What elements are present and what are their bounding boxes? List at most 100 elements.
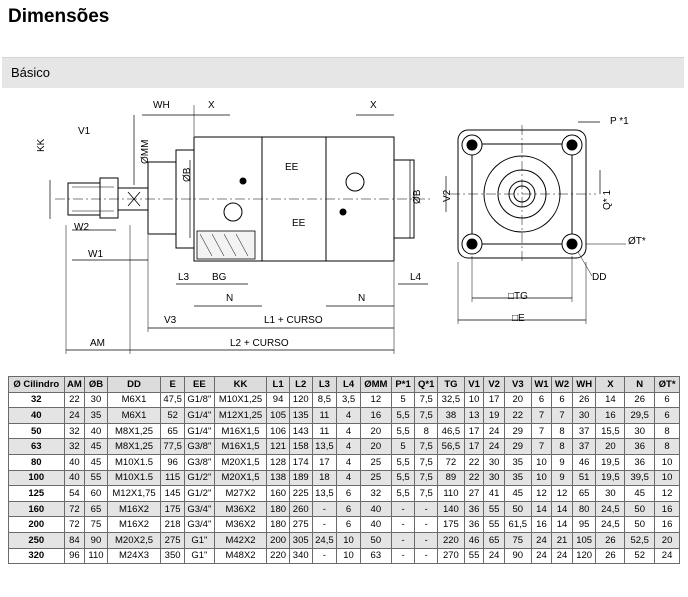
table-cell: M27X2: [213, 485, 268, 502]
table-cell: -: [311, 547, 338, 565]
table-cell: 180: [266, 516, 290, 533]
cylinder-diameter-cell: 125: [8, 485, 65, 502]
table-cell: 175: [160, 500, 185, 518]
table-cell: 55: [483, 500, 505, 518]
col-header: ØMM: [359, 376, 392, 393]
table-cell: 29: [503, 438, 532, 455]
label-w2: W2: [74, 222, 89, 233]
table-cell: M16X2: [106, 500, 162, 518]
table-cell: 11: [311, 407, 338, 424]
table-cell: G1": [183, 531, 215, 549]
table-cell: 30: [571, 407, 597, 424]
table-cell: 90: [84, 531, 108, 549]
table-cell: 95: [571, 516, 597, 533]
table-cell: 26: [571, 391, 597, 409]
table-cell: M10X1,25: [213, 391, 268, 409]
label-x-left: X: [208, 100, 215, 111]
table-cell: 6: [654, 407, 680, 424]
table-cell: 14: [551, 500, 573, 518]
table-cell: 19: [483, 407, 505, 424]
table-cell: 20: [654, 531, 680, 549]
table-cell: 40: [359, 500, 392, 518]
table-cell: -: [390, 516, 416, 533]
table-cell: 52,5: [624, 531, 656, 549]
table-cell: 7: [530, 407, 553, 424]
table-cell: 11: [311, 422, 338, 440]
table-cell: 30: [483, 469, 505, 487]
table-cell: 52: [160, 407, 185, 424]
label-v1: V1: [78, 126, 91, 137]
port-rear: [345, 172, 365, 192]
table-cell: 20: [503, 391, 532, 409]
table-cell: 260: [288, 500, 313, 518]
col-header: L2: [288, 376, 313, 393]
col-header: ØT*: [654, 376, 680, 393]
table-cell: 4: [336, 469, 361, 487]
table-cell: 220: [437, 531, 465, 549]
table-cell: M20X1,5: [213, 469, 268, 487]
table-cell: M16X1,5: [213, 438, 268, 455]
table-cell: 46: [571, 453, 597, 471]
table-cell: 22: [63, 391, 86, 409]
table-cell: 19,5: [595, 453, 626, 471]
table-cell: 24: [483, 438, 505, 455]
col-header: L4: [336, 376, 361, 393]
section-header-bar: Básico: [2, 57, 684, 88]
table-cell: 65: [84, 500, 108, 518]
table-cell: 26: [624, 391, 656, 409]
table-cell: 7,5: [414, 438, 439, 455]
label-omm: ØMM: [140, 140, 151, 164]
table-cell: 7,5: [414, 453, 439, 471]
table-cell: 50: [359, 531, 392, 549]
table-cell: 200: [266, 531, 290, 549]
table-cell: 6: [336, 516, 361, 533]
table-cell: 32,5: [437, 391, 465, 409]
table-cell: M12X1,25: [213, 407, 268, 424]
table-cell: 32: [359, 485, 392, 502]
table-cell: 10: [654, 453, 680, 471]
table-cell: 24: [63, 407, 86, 424]
table-cell: 55: [483, 516, 505, 533]
table-cell: M24X3: [106, 547, 162, 565]
label-l4: L4: [410, 272, 422, 283]
cylinder-diameter-cell: 160: [8, 500, 65, 518]
table-cell: 24: [483, 422, 505, 440]
table-cell: 50: [624, 516, 656, 533]
table-cell: 45: [84, 438, 108, 455]
table-cell: M42X2: [213, 531, 268, 549]
table-cell: 350: [160, 547, 185, 565]
table-cell: 24,5: [595, 516, 626, 533]
table-cell: 21: [551, 531, 573, 549]
table-cell: 24: [551, 547, 573, 565]
col-header: N: [624, 376, 656, 393]
cylinder-diameter-cell: 100: [8, 469, 65, 487]
table-cell: 38: [437, 407, 465, 424]
table-cell: 24: [530, 531, 553, 549]
table-cell: 27: [463, 485, 485, 502]
table-cell: 10: [336, 531, 361, 549]
table-cell: 275: [288, 516, 313, 533]
table-cell: M36X2: [213, 500, 268, 518]
col-header: EE: [183, 376, 215, 393]
col-header: KK: [213, 376, 268, 393]
table-cell: 3,5: [336, 391, 361, 409]
table-cell: M6X1: [106, 407, 162, 424]
table-cell: 5,5: [390, 453, 416, 471]
table-cell: 24: [483, 547, 505, 565]
table-cell: 60: [84, 485, 108, 502]
label-am: AM: [90, 338, 105, 349]
table-cell: 72: [437, 453, 465, 471]
table-cell: 18: [311, 469, 338, 487]
col-header: P*1: [390, 376, 416, 393]
table-cell: -: [311, 500, 338, 518]
table-cell: 7: [551, 407, 573, 424]
table-cell: 218: [160, 516, 185, 533]
table-cell: 16: [359, 407, 392, 424]
table-cell: 10: [530, 453, 553, 471]
table-cell: M48X2: [213, 547, 268, 565]
table-cell: 340: [288, 547, 313, 565]
table-cell: 305: [288, 531, 313, 549]
table-cell: 51: [571, 469, 597, 487]
table-cell: 16: [530, 516, 553, 533]
